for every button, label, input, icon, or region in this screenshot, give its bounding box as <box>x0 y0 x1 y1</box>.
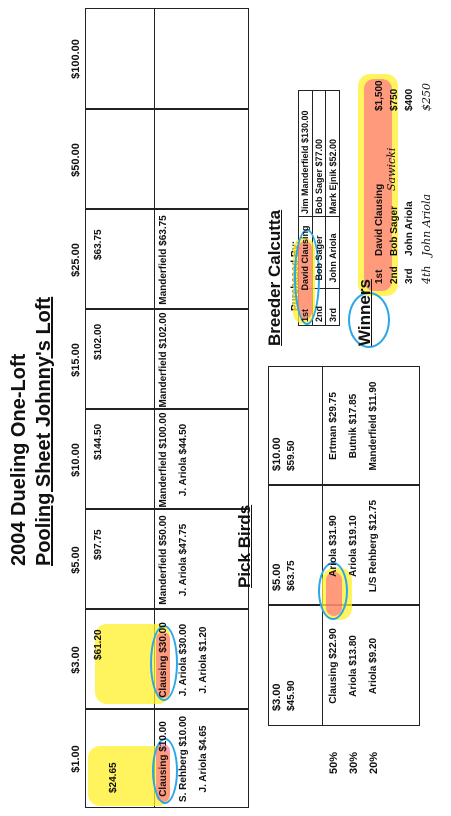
pick-total-1: $63.75 <box>286 560 297 591</box>
handwritten-amount: $250 <box>420 83 433 111</box>
pick-row-label: 50% <box>328 751 340 774</box>
pooling-total-0: $24.65 <box>108 762 119 793</box>
winner-amount: $1,500 <box>374 80 385 111</box>
calcutta-breeder: John Ariola <box>328 233 338 283</box>
pick-row-label: 20% <box>368 751 380 774</box>
calcutta-breeder: David Clausing <box>300 225 310 291</box>
pick-winner: Ertman $29.75 <box>328 392 339 460</box>
winner-place: 2nd <box>389 266 400 284</box>
winner-place: 1st <box>374 269 385 284</box>
column-divider <box>85 308 249 310</box>
pooling-winner: J. Ariola $30.00 <box>178 623 189 697</box>
pooling-winner: Clausing $30.00 <box>158 622 169 698</box>
pooling-winner: Clausing $10.00 <box>158 721 169 797</box>
pick-header-2: $10.00 <box>271 437 283 471</box>
pooling-header-7: $100.00 <box>70 39 82 79</box>
title-line-1: 2004 Dueling One-Loft <box>8 353 30 566</box>
pooling-total-5: $63.75 <box>93 229 104 260</box>
pooling-header-0: $1.00 <box>70 745 82 773</box>
winner-name: John Ariola <box>404 201 415 256</box>
calcutta-buyer: Bob Sager $77.00 <box>314 138 324 214</box>
pooling-winner: J. Ariola $44.50 <box>178 423 189 497</box>
pick-winner: Ariola $31.90 <box>328 515 339 577</box>
winner-name: Bob Sager <box>389 205 400 256</box>
pick-winner: Clausing $22.90 <box>328 628 339 704</box>
pooling-header-4: $15.00 <box>70 343 82 377</box>
winner-amount: $400 <box>404 88 415 111</box>
pooling-winner: J. Ariola $47.75 <box>178 523 189 597</box>
calcutta-place: 2nd <box>314 305 324 322</box>
column-divider <box>85 208 249 210</box>
pooling-header-3: $10.00 <box>70 443 82 477</box>
column-divider <box>85 408 249 410</box>
calcutta-buyer: Mark Ejnik $52.00 <box>328 138 338 214</box>
handwritten-note: Sawicki <box>385 147 398 191</box>
column-divider <box>85 108 249 110</box>
winner-amount: $750 <box>389 88 400 111</box>
pooling-winner: Manderfield $50.00 <box>158 515 169 605</box>
pick-birds-totals-row <box>268 366 323 726</box>
calcutta-place: 3rd <box>328 307 338 322</box>
calcutta-place: 1st <box>300 308 310 322</box>
pick-winner: Ariola $19.10 <box>348 515 359 577</box>
column-divider <box>85 508 249 510</box>
pick-row-label: 30% <box>348 751 360 774</box>
pick-winner: Ariola $9.20 <box>368 637 379 695</box>
pooling-header-5: $25.00 <box>70 243 82 277</box>
title-line-2: Pooling Sheet Johnny's Loft <box>33 296 55 566</box>
pooling-total-1: $61.20 <box>93 629 104 660</box>
calcutta-buyer: Jim Manderfield $130.00 <box>300 110 310 214</box>
pick-winner: L/S Rehberg $12.75 <box>368 499 379 593</box>
calcutta-breeder: Bob Sager <box>314 235 324 281</box>
column-divider <box>85 708 249 710</box>
pooling-winner: Manderfield $102.00 <box>158 312 169 408</box>
pick-total-2: $59.50 <box>286 440 297 471</box>
pooling-winner: S. Rehberg $10.00 <box>178 715 189 803</box>
pooling-header-1: $3.00 <box>70 646 82 674</box>
pooling-total-2: $97.75 <box>93 529 104 560</box>
pooling-header-6: $50.00 <box>70 143 82 177</box>
winner-name: David Clausing <box>374 183 385 256</box>
pick-winner: Butnik $17.85 <box>348 393 359 459</box>
winners-title: Winners <box>355 279 374 346</box>
winner-place: 3rd <box>404 268 415 284</box>
pooling-winner: Manderfield $63.75 <box>158 215 169 305</box>
calcutta-title: Breeder Calcutta <box>265 209 284 346</box>
pooling-winner: J. Ariola $4.65 <box>198 725 209 793</box>
pick-total-0: $45.90 <box>286 680 297 711</box>
pick-header-1: $5.00 <box>271 563 283 591</box>
handwritten-name: John Ariola <box>420 193 433 256</box>
handwritten-place: 4th <box>420 265 433 284</box>
column-divider <box>268 484 420 486</box>
column-divider <box>85 608 249 610</box>
pooling-total-3: $144.50 <box>93 423 104 460</box>
pick-winner: Ariola $13.80 <box>348 635 359 697</box>
pooling-total-4: $102.00 <box>93 323 104 360</box>
pick-birds-title: Pick Birds <box>235 504 254 588</box>
pooling-winner: J. Ariola $1.20 <box>198 626 209 694</box>
pick-header-0: $3.00 <box>271 683 283 711</box>
pooling-winner: Manderfield $100.00 <box>158 412 169 508</box>
pick-winner: Manderfield $11.90 <box>368 381 379 471</box>
pooling-header-2: $5.00 <box>70 546 82 574</box>
